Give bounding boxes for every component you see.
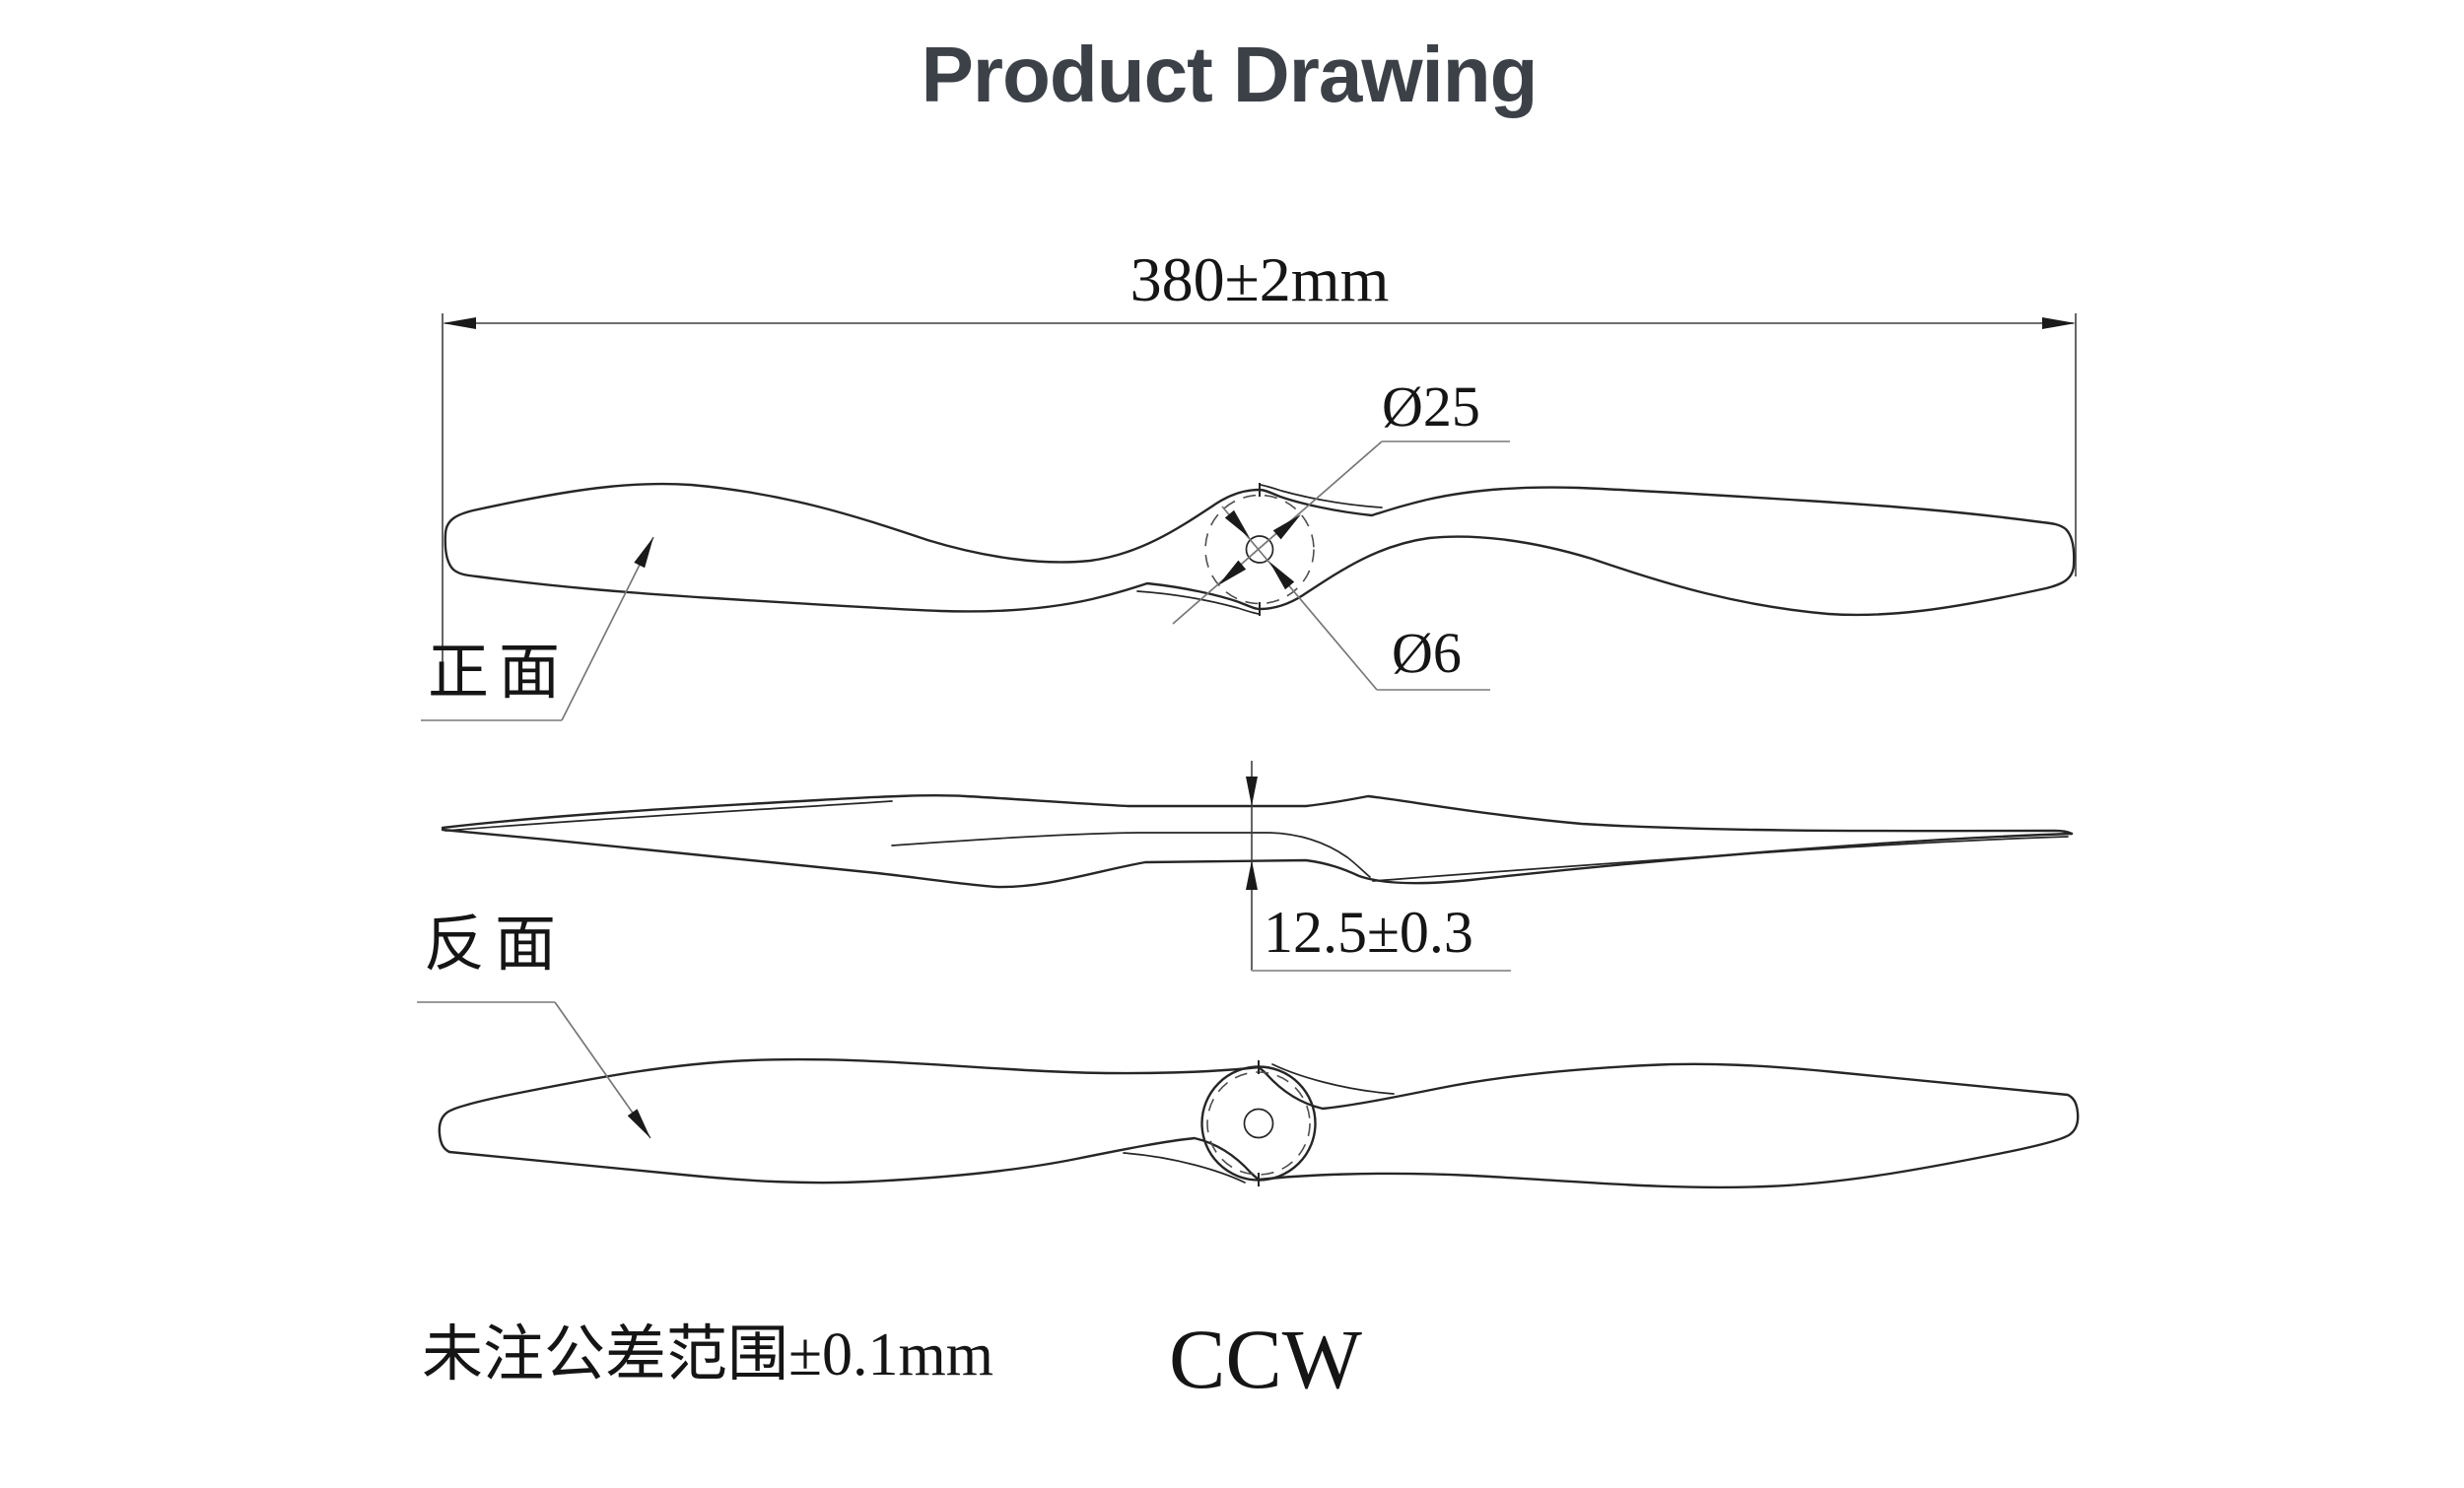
- back-bore-circle: [1243, 1108, 1274, 1139]
- bore-diameter-dimension-text: Ø6: [1392, 621, 1462, 685]
- back-view-trailing-edge-double-line: [1123, 1152, 1246, 1184]
- d25-arrow-upper: [1272, 514, 1301, 540]
- side-view: [441, 761, 2074, 972]
- dimension-arrow-left: [443, 317, 476, 329]
- bore-circle-d6: [1245, 535, 1274, 564]
- back-view-trailing-edge-double-line-2: [1271, 1063, 1395, 1095]
- front-view-left-blade: [444, 482, 1262, 613]
- hub-thickness-dimension-text: 12.5±0.3: [1264, 900, 1473, 965]
- page-title: Product Drawing: [921, 31, 1538, 118]
- side-view-edge-double-right: [1372, 836, 2069, 882]
- side-view-top-edge: [441, 794, 2074, 836]
- d6-arrow-upper: [1224, 509, 1250, 538]
- back-view-label: 反面: [424, 912, 567, 979]
- front-view-right-blade: [1258, 486, 2076, 617]
- side-view-bottom-edge: [441, 828, 2074, 889]
- back-label-arrow: [627, 1109, 650, 1138]
- front-view-label: 正面: [428, 640, 571, 707]
- front-view-trailing-edge-double-line: [1136, 590, 1260, 615]
- overall-length-dimension-text: 380±2mm: [1129, 244, 1390, 314]
- thickness-arrow-top: [1246, 777, 1258, 806]
- d25-arrow-lower: [1218, 560, 1247, 585]
- thickness-arrow-bottom: [1246, 860, 1258, 890]
- back-view: [417, 1001, 2080, 1189]
- front-label-arrow: [634, 537, 653, 569]
- rotation-direction-label: CCW: [1169, 1312, 1362, 1406]
- hub-circle-dashed-d25: [1204, 494, 1315, 605]
- front-view: [421, 313, 2077, 721]
- tolerance-note: 未注公差范围±0.1mm: [422, 1321, 993, 1388]
- side-view-edge-double-left: [445, 800, 893, 832]
- dimension-arrow-right: [2042, 317, 2076, 329]
- back-view-left-blade: [438, 1057, 1261, 1184]
- side-view-mid-edge: [891, 832, 1371, 878]
- back-hub-circle-dashed: [1206, 1071, 1311, 1176]
- hub-diameter-dimension-text: Ø25: [1382, 374, 1480, 439]
- front-label-leader: [561, 536, 654, 721]
- d6-arrow-lower: [1269, 562, 1295, 590]
- d6-diameter-line: [1221, 506, 1378, 691]
- back-hub-circle: [1200, 1065, 1317, 1182]
- back-view-right-blade: [1257, 1062, 2080, 1189]
